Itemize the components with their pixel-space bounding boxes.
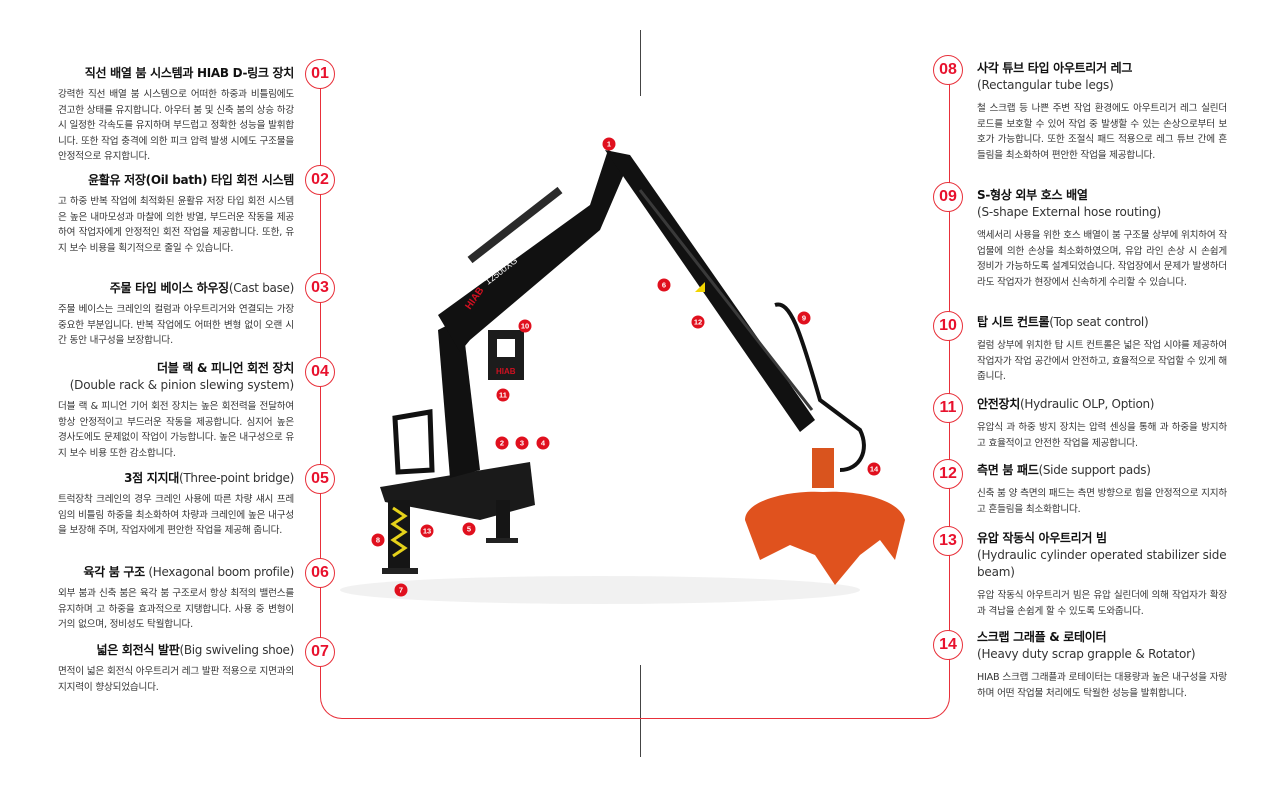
lift-cylinder <box>467 186 563 264</box>
feature-body: 면적이 넓은 회전식 아우트리거 레그 발판 적용으로 지면과의 지지력이 향상… <box>58 666 294 693</box>
feature-title: 주물 타입 베이스 하우징(Cast base) <box>109 281 295 295</box>
feature-title: 측면 붐 패드(Side support pads) <box>977 463 1151 477</box>
scrap-grapple <box>745 491 905 585</box>
feature-12: 측면 붐 패드(Side support pads) 신축 붐 양 측면의 패드… <box>977 462 1227 517</box>
feature-subtitle: (Hydraulic cylinder operated stabilizer … <box>977 548 1227 579</box>
center-guide-line-top <box>640 30 641 96</box>
feature-number-08: 08 <box>933 55 963 85</box>
feature-number-10: 10 <box>933 311 963 341</box>
control-box-brand: HIAB <box>496 367 516 376</box>
feature-14: 스크랩 그래플 & 로테이터 (Heavy duty scrap grapple… <box>977 629 1227 701</box>
outer-boom <box>605 150 815 432</box>
feature-title: 3점 지지대(Three-point bridge) <box>124 471 294 485</box>
feature-subtitle: (Double rack & pinion slewing system) <box>69 378 295 392</box>
outer-boom-cylinder <box>638 189 814 411</box>
feature-03: 주물 타입 베이스 하우징(Cast base) 주물 베이스는 크레인의 컬럼… <box>58 280 294 349</box>
outrigger-leg-right <box>496 500 510 540</box>
crane-marker-1: 1 <box>602 137 616 151</box>
ground-shadow <box>340 576 860 604</box>
crane-marker-4: 4 <box>536 436 550 450</box>
feature-body: 유압식 과 하중 방지 장치는 압력 센싱을 통해 과 하중을 방지하고 효율적… <box>977 422 1227 449</box>
feature-number-07: 07 <box>305 637 335 667</box>
feature-title: 육각 붐 구조 (Hexagonal boom profile) <box>83 565 294 579</box>
crane-marker-7: 7 <box>394 583 408 597</box>
feature-body: HIAB 스크랩 그래플과 로테이터는 대용량과 높은 내구성을 자랑하며 어떤… <box>977 672 1227 699</box>
crane-marker-11: 11 <box>496 388 510 402</box>
feature-title: 유압 작동식 아우트리거 빔 <box>977 531 1107 545</box>
feature-10: 탑 시트 컨트롤(Top seat control) 컬럼 상부에 위치한 탑 … <box>977 314 1227 385</box>
feature-08: 사각 튜브 타입 아우트리거 레그 (Rectangular tube legs… <box>977 60 1227 163</box>
feature-09: S-형상 외부 호스 배열 (S-shape External hose rou… <box>977 187 1227 290</box>
feature-body: 더블 랙 & 피니언 기어 회전 장치는 높은 회전력을 전달하여 항상 안정적… <box>58 401 294 459</box>
feature-number-03: 03 <box>305 273 335 303</box>
feature-01: 직선 배열 붐 시스템과 HIAB D-링크 장치 강력한 직선 배열 붐 시스… <box>58 65 294 165</box>
feature-04: 더블 랙 & 피니언 회전 장치 (Double rack & pinion s… <box>58 360 294 461</box>
feature-number-11: 11 <box>933 393 963 423</box>
crane-marker-8: 8 <box>371 533 385 547</box>
feature-11: 안전장치(Hydraulic OLP, Option) 유압식 과 하중 방지 … <box>977 396 1227 451</box>
seat-frame <box>392 409 435 475</box>
feature-body: 컬럼 상부에 위치한 탑 시트 컨트롤은 넓은 작업 시야를 제공하여 작업자가… <box>977 340 1227 382</box>
feature-number-05: 05 <box>305 464 335 494</box>
feature-number-14: 14 <box>933 630 963 660</box>
crane-marker-9: 9 <box>797 311 811 325</box>
crane-marker-10: 10 <box>518 319 532 333</box>
crane-marker-14: 14 <box>867 462 881 476</box>
main-boom <box>438 150 630 352</box>
feature-body: 액세서리 사용을 위한 호스 배열이 붐 구조물 상부에 위치하여 작업물에 의… <box>977 230 1228 288</box>
crane-marker-6: 6 <box>657 278 671 292</box>
crane-marker-12: 12 <box>691 315 705 329</box>
feature-number-09: 09 <box>933 182 963 212</box>
leg-foot-right <box>486 538 518 543</box>
feature-title: 안전장치(Hydraulic OLP, Option) <box>977 397 1155 411</box>
feature-13: 유압 작동식 아우트리거 빔 (Hydraulic cylinder opera… <box>977 530 1227 619</box>
feature-title: S-형상 외부 호스 배열 <box>977 188 1088 202</box>
crane-marker-2: 2 <box>495 436 509 450</box>
crane-marker-5: 5 <box>462 522 476 536</box>
feature-05: 3점 지지대(Three-point bridge) 트럭장착 크레인의 경우 … <box>58 470 294 539</box>
feature-body: 유압 작동식 아우트리거 빔은 유압 실린더에 의해 작업자가 확장과 격납을 … <box>977 590 1227 617</box>
center-guide-line-bottom <box>640 665 641 757</box>
crane-column <box>438 318 480 478</box>
feature-subtitle: (S-shape External hose routing) <box>977 205 1162 219</box>
feature-number-13: 13 <box>933 526 963 556</box>
feature-06: 육각 붐 구조 (Hexagonal boom profile) 외부 붐과 신… <box>58 564 294 633</box>
rotator <box>812 448 834 488</box>
feature-number-02: 02 <box>305 165 335 195</box>
crane-marker-3: 3 <box>515 436 529 450</box>
feature-title: 스크랩 그래플 & 로테이터 <box>977 630 1107 644</box>
leg-foot-left <box>382 568 418 574</box>
feature-07: 넓은 회전식 발판(Big swiveling shoe) 면적이 넓은 회전식… <box>58 642 294 695</box>
warning-sticker <box>695 282 705 292</box>
feature-title: 윤활유 저장(Oil bath) 타입 회전 시스템 <box>88 173 294 187</box>
feature-number-01: 01 <box>305 59 335 89</box>
leg-warning-stripes <box>390 506 408 558</box>
feature-body: 트럭장착 크레인의 경우 크레인 사용에 따른 차량 섀시 프레임의 비틀림 하… <box>58 494 294 536</box>
feature-number-04: 04 <box>305 357 335 387</box>
feature-title: 사각 튜브 타입 아우트리거 레그 <box>977 61 1133 75</box>
feature-02: 윤활유 저장(Oil bath) 타입 회전 시스템 고 하중 반복 작업에 최… <box>58 172 294 256</box>
feature-number-12: 12 <box>933 459 963 489</box>
feature-title: 직선 배열 붐 시스템과 HIAB D-링크 장치 <box>84 66 295 80</box>
feature-number-06: 06 <box>305 558 335 588</box>
feature-title: 탑 시트 컨트롤(Top seat control) <box>977 315 1149 329</box>
feature-body: 강력한 직선 배열 붐 시스템으로 어떠한 하중과 비틀림에도 견고한 상태를 … <box>58 89 294 162</box>
feature-subtitle: (Heavy duty scrap grapple & Rotator) <box>977 647 1196 661</box>
hose-routing <box>774 302 866 472</box>
feature-subtitle: (Rectangular tube legs) <box>977 78 1114 92</box>
feature-body: 외부 붐과 신축 붐은 육각 붐 구조로서 항상 최적의 밸런스를 유지하며 고… <box>58 588 294 630</box>
feature-body: 고 하중 반복 작업에 최적화된 윤활유 저장 타입 회전 시스템은 높은 내마… <box>58 196 294 254</box>
feature-title: 더블 랙 & 피니언 회전 장치 <box>157 361 294 375</box>
feature-body: 주물 베이스는 크레인의 컬럼과 아우트리거와 연결되는 가장 중요한 부분입니… <box>58 304 294 346</box>
crane-marker-13: 13 <box>420 524 434 538</box>
feature-body: 신축 붐 양 측면의 패드는 측면 방향으로 힘을 안정적으로 지지하고 흔들림… <box>977 488 1227 515</box>
feature-title: 넓은 회전식 발판(Big swiveling shoe) <box>96 643 295 657</box>
feature-body: 철 스크랩 등 나쁜 주변 작업 환경에도 아우트리거 레그 실린더 로드를 보… <box>977 103 1227 161</box>
